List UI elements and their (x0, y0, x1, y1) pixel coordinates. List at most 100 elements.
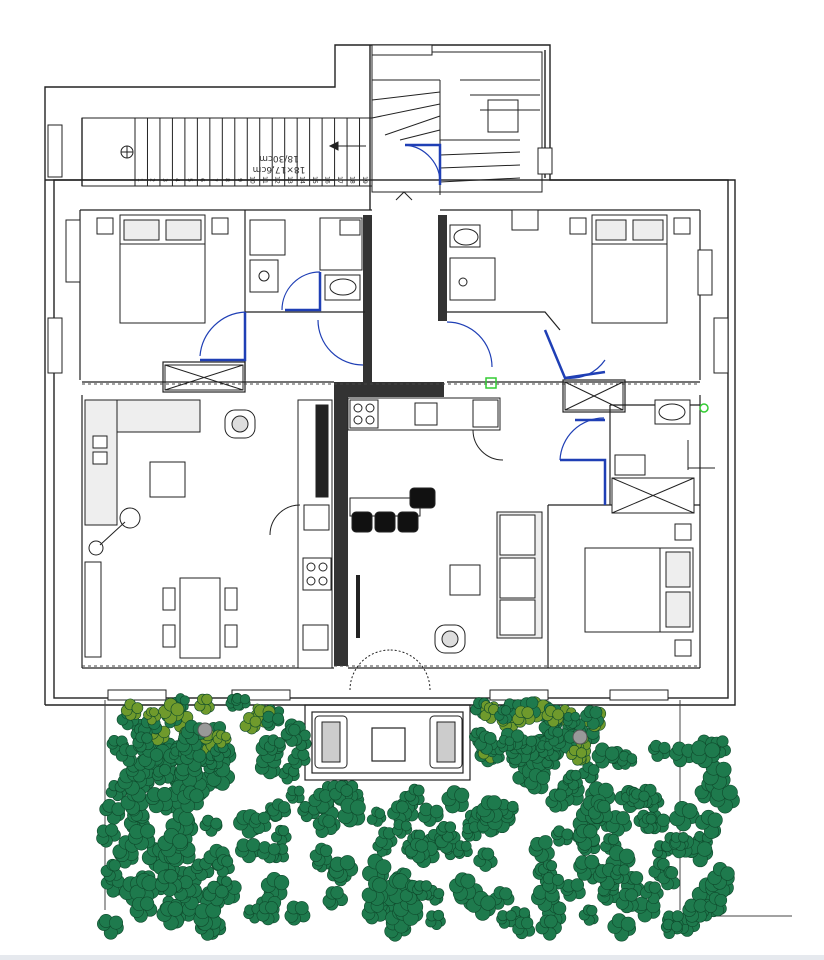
bed-top-right (569, 214, 691, 324)
plant-leaf-icon (435, 820, 457, 843)
plant-leaf-icon (235, 838, 263, 864)
plant-leaf-icon (545, 788, 569, 813)
plant-leaf-icon (127, 823, 156, 851)
garden-stone (572, 729, 588, 745)
plant-leaf-icon (449, 872, 477, 901)
stair-step-number: 17 (336, 176, 343, 184)
stair-step-number: 11 (261, 176, 268, 184)
plant-leaf-icon (461, 821, 482, 842)
plant-leaf-icon (154, 869, 182, 897)
plant-leaf-icon (496, 910, 517, 929)
plant-leaf-icon (271, 824, 292, 846)
plant-leaf-icon (165, 807, 194, 838)
plant-leaf-icon (404, 783, 425, 806)
stair-step-number: 8 (224, 178, 231, 182)
stair-step-number: 5 (186, 178, 193, 182)
plant-leaf-icon (157, 697, 185, 725)
stair-step-number: 4 (174, 178, 181, 182)
stair-step-number: 14 (298, 176, 305, 184)
garden-stone (197, 722, 213, 738)
plant-leaf-icon (615, 888, 639, 914)
plant-leaf-icon (524, 768, 551, 795)
plant-leaf-icon (560, 878, 586, 902)
coffee-table-left (149, 461, 186, 498)
windows (47, 44, 729, 701)
plant-leaf-icon (322, 885, 348, 911)
plant-leaf-icon (640, 881, 664, 905)
balcony-armchair-left (314, 715, 348, 769)
stair-dimension-label: 18×17,6cm 18/30cm (244, 146, 314, 174)
stair-step-number: 12 (273, 176, 280, 184)
plant-leaf-icon (417, 802, 444, 827)
plant-leaf-icon (563, 711, 581, 729)
plant-leaf-icon (285, 785, 305, 804)
stair-step-number: 2 (149, 178, 156, 182)
plant-leaf-icon (528, 835, 555, 863)
stair-step-number: 19 (361, 176, 368, 184)
plant-leaf-icon (588, 799, 613, 824)
stair-step-number: 9 (236, 178, 243, 182)
plant-leaf-icon (177, 785, 204, 813)
plant-leaf-icon (669, 801, 700, 832)
stair-step-number: 18 (348, 176, 355, 184)
plant-leaf-icon (212, 854, 235, 878)
plant-leaf-icon (199, 814, 223, 837)
plant-leaf-icon (577, 761, 600, 784)
plant-leaf-icon (544, 725, 565, 747)
plant-leaf-icon (610, 864, 630, 885)
sensor-marker (485, 377, 497, 389)
plant-leaf-icon (425, 909, 446, 931)
load-bearing-walls (334, 215, 447, 666)
kitchen-left (269, 399, 333, 669)
plant-leaf-icon (280, 723, 303, 747)
plant-leaf-icon (366, 806, 387, 827)
plant-leaf-icon (202, 880, 229, 907)
plant-leaf-icon (572, 823, 601, 851)
plant-leaf-icon (239, 712, 262, 735)
plant-leaf-icon (496, 734, 515, 753)
plant-leaf-icon (100, 858, 123, 882)
stair-step-number: 10 (249, 176, 256, 184)
plant-leaf-icon (489, 886, 515, 910)
sofa-l-shape (84, 399, 201, 526)
plant-leaf-icon (231, 693, 251, 711)
plant-leaf-icon (261, 710, 285, 731)
plant-leaf-icon (476, 795, 503, 823)
sofa-center (496, 511, 543, 639)
plant-leaf-icon (617, 750, 638, 770)
dining-table-left (162, 577, 238, 659)
plant-leaf-icon (535, 914, 562, 941)
plant-leaf-icon (375, 826, 398, 851)
door-swings (199, 143, 607, 505)
plant-leaf-icon (312, 813, 338, 839)
plant-leaf-icon (260, 872, 290, 901)
plant-leaf-icon (512, 916, 536, 940)
bottom-scroll-strip (0, 955, 824, 960)
plant-leaf-icon (702, 759, 732, 790)
stair-step-number: 3 (161, 178, 168, 182)
bed-top-left (96, 214, 229, 324)
stair-step-number: 16 (323, 176, 330, 184)
stair-step-number: 13 (286, 176, 293, 184)
stair-winding (371, 51, 543, 201)
balcony-doors (349, 649, 431, 691)
closet-right (564, 381, 624, 411)
plant-leaf-icon (474, 730, 499, 755)
plant-leaf-icon (573, 854, 602, 881)
plant-leaf-icon (707, 861, 735, 890)
plant-leaf-icon (633, 896, 661, 923)
plant-leaf-icon (328, 855, 359, 883)
plant-leaf-icon (670, 832, 689, 852)
plant-leaf-icon (660, 918, 683, 940)
plant-leaf-icon (308, 787, 334, 814)
plant-leaf-icon (157, 828, 189, 858)
plant-leaf-icon (657, 866, 681, 891)
balcony (304, 704, 471, 781)
plant-leaf-icon (512, 705, 536, 728)
plant-leaf-icon (562, 769, 583, 791)
plant-leaf-icon (309, 842, 333, 867)
stair-dimension-line1: 18×17,6cm (252, 164, 306, 174)
plant-leaf-icon (212, 729, 232, 749)
bathroom-right (449, 209, 715, 514)
